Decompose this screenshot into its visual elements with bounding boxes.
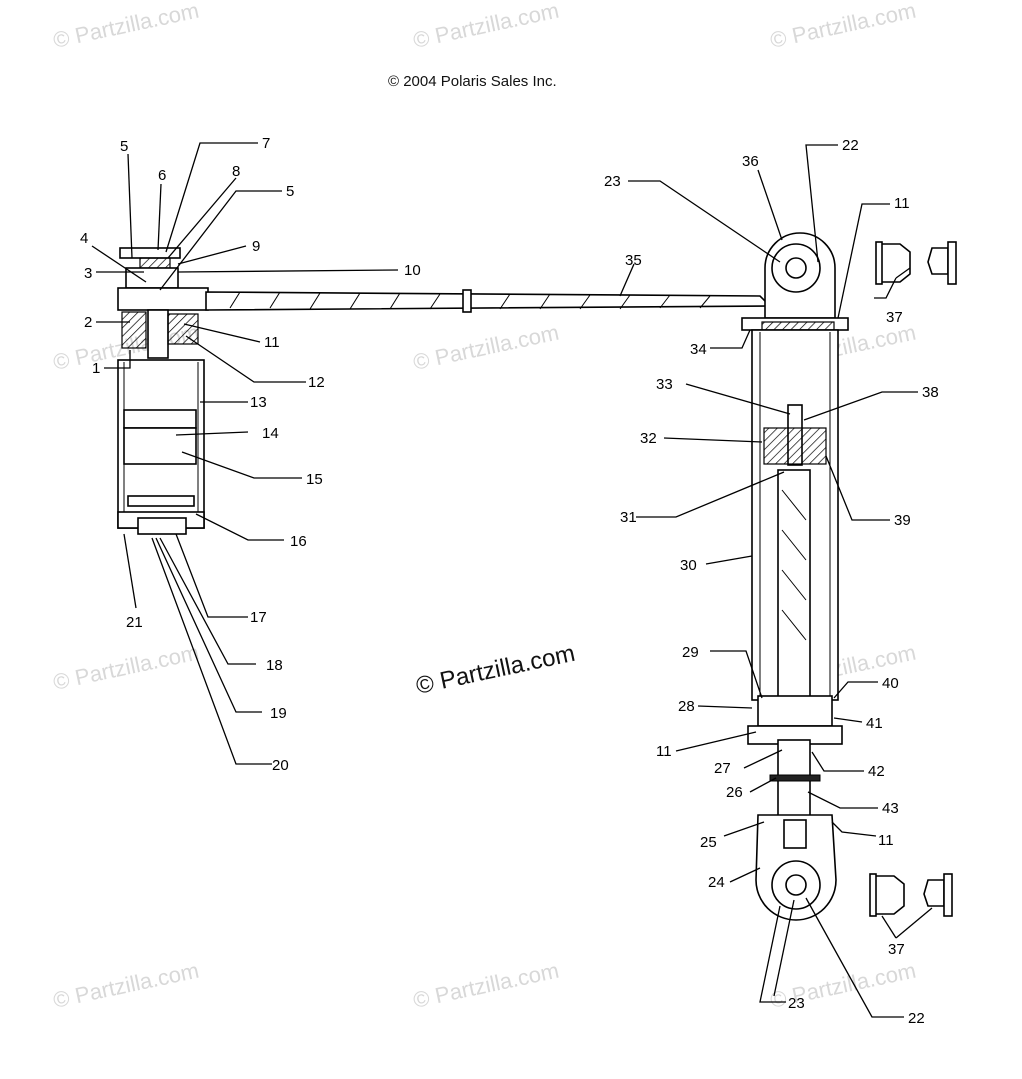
callout-16: 16 (290, 533, 307, 550)
callout-37: 37 (886, 309, 903, 326)
callout-25: 25 (700, 834, 717, 851)
callout-28: 28 (678, 698, 695, 715)
callout-36: 36 (742, 153, 759, 170)
callout-2: 2 (84, 314, 92, 331)
callout-19: 19 (270, 705, 287, 722)
callout-29: 29 (682, 644, 699, 661)
callout-22: 22 (908, 1010, 925, 1027)
bushing-set-upper (875, 241, 957, 285)
reservoir-hose (205, 289, 772, 313)
callout-27: 27 (714, 760, 731, 777)
callout-40: 40 (882, 675, 899, 692)
callout-9: 9 (252, 238, 260, 255)
watermark: © Partzilla.com (411, 958, 561, 1013)
copyright-text: © 2004 Polaris Sales Inc. (388, 73, 557, 90)
callout-42: 42 (868, 763, 885, 780)
callout-34: 34 (690, 341, 707, 358)
callout-15: 15 (306, 471, 323, 488)
watermark: © Partzilla.com (768, 0, 918, 53)
callout-12: 12 (308, 374, 325, 391)
callout-7: 7 (262, 135, 270, 152)
callout-32: 32 (640, 430, 657, 447)
callout-35: 35 (625, 252, 642, 269)
shock-body (741, 232, 849, 921)
callout-5: 5 (286, 183, 294, 200)
callout-8: 8 (232, 163, 240, 180)
callout-3: 3 (84, 265, 92, 282)
callout-33: 33 (656, 376, 673, 393)
watermark: © Partzilla.com (411, 0, 561, 53)
bushing-set-lower (869, 873, 953, 917)
callout-26: 26 (726, 784, 743, 801)
callout-11: 11 (264, 334, 280, 351)
callout-21: 21 (126, 614, 143, 631)
watermark: © Partzilla.com (411, 320, 561, 375)
watermark: © Partzilla.com (51, 958, 201, 1013)
callout-39: 39 (894, 512, 911, 529)
center-watermark: © Partzilla.com (414, 640, 578, 700)
callout-24: 24 (708, 874, 725, 891)
callout-10: 10 (404, 262, 421, 279)
callout-23: 23 (788, 995, 805, 1012)
callout-13: 13 (250, 394, 267, 411)
callout-6: 6 (158, 167, 166, 184)
callout-11: 11 (656, 743, 672, 760)
callout-5: 5 (120, 138, 128, 155)
callout-11: 11 (894, 195, 910, 212)
watermark: © Partzilla.com (51, 640, 201, 695)
callout-labels: 5 6 7 8 5 4 9 3 10 2 11 1 12 13 14 15 16… (80, 135, 939, 1027)
callout-4: 4 (80, 230, 88, 247)
callout-1: 1 (92, 360, 100, 377)
callout-14: 14 (262, 425, 279, 442)
callout-11: 11 (878, 832, 894, 849)
callout-17: 17 (250, 609, 267, 626)
callout-30: 30 (680, 557, 697, 574)
callout-31: 31 (620, 509, 637, 526)
callout-20: 20 (272, 757, 289, 774)
reservoir-assembly (117, 247, 209, 535)
callout-41: 41 (866, 715, 883, 732)
watermark: © Partzilla.com (51, 0, 201, 53)
callout-43: 43 (882, 800, 899, 817)
callout-18: 18 (266, 657, 283, 674)
leader-lines (91, 142, 933, 1018)
callout-22: 22 (842, 137, 859, 154)
callout-37: 37 (888, 941, 905, 958)
callout-38: 38 (922, 384, 939, 401)
callout-23: 23 (604, 173, 621, 190)
